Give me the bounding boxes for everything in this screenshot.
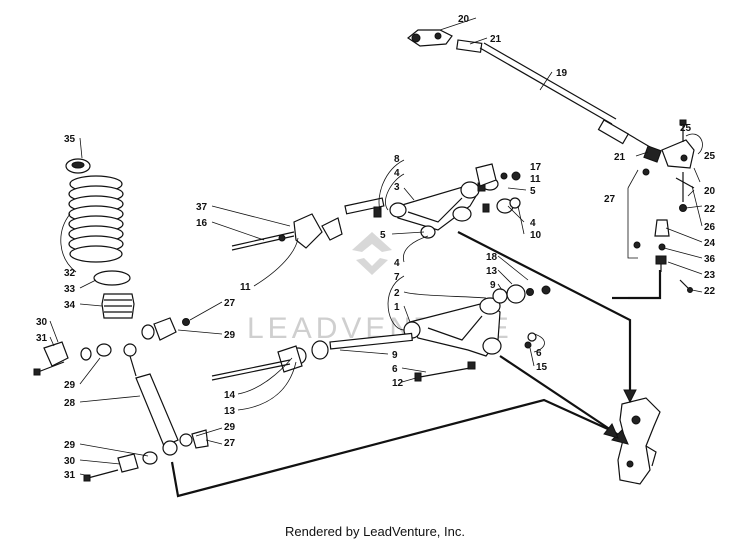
- callout-9-b: 9: [392, 350, 398, 361]
- callout-11-b: 11: [240, 282, 251, 293]
- spindle: [617, 397, 661, 485]
- callout-37: 37: [196, 202, 208, 213]
- callout-6-b: 6: [536, 348, 542, 359]
- callout-24: 24: [704, 238, 716, 249]
- callout-25: 25: [704, 151, 716, 162]
- callout-26: 26: [704, 222, 716, 233]
- callout-27-c: 27: [224, 438, 236, 449]
- callout-13: 13: [486, 266, 498, 277]
- callout-2: 2: [394, 288, 400, 299]
- callout-35: 35: [64, 134, 76, 145]
- callout-4-b: 4: [530, 218, 536, 229]
- upper-a-arm: [231, 163, 521, 251]
- callout-29-d: 29: [224, 422, 236, 433]
- callout-11: 11: [530, 174, 541, 185]
- footer-credit: Rendered by LeadVenture, Inc.: [285, 524, 465, 539]
- callout-22: 22: [704, 204, 716, 215]
- callout-30: 30: [36, 317, 48, 328]
- callout-5: 5: [530, 186, 536, 197]
- callout-31-b: 31: [64, 470, 76, 481]
- callout-33: 33: [64, 284, 76, 295]
- callout-29-c: 29: [64, 440, 76, 451]
- callout-20: 20: [458, 14, 470, 25]
- callout-29-b: 29: [64, 380, 76, 391]
- callout-23: 23: [704, 270, 716, 281]
- callout-36: 36: [704, 254, 716, 265]
- callout-labels: 20 21 19 25 21 25 20 27 22 26 24 36 23 2…: [36, 14, 716, 481]
- callout-16: 16: [196, 218, 208, 229]
- spring: [68, 175, 124, 263]
- callout-5-b: 5: [380, 230, 386, 241]
- callout-28: 28: [64, 398, 76, 409]
- callout-14: 14: [224, 390, 236, 401]
- callout-22-b: 22: [704, 286, 716, 297]
- callout-7: 7: [394, 272, 400, 283]
- callout-1: 1: [394, 302, 400, 313]
- callout-27: 27: [224, 298, 236, 309]
- callout-32: 32: [64, 268, 76, 279]
- tie-rod-assembly: [406, 29, 695, 293]
- callout-29: 29: [224, 330, 236, 341]
- callout-4-c: 4: [394, 258, 400, 269]
- callout-10: 10: [530, 230, 542, 241]
- callout-21-b: 21: [614, 152, 626, 163]
- callout-17: 17: [530, 162, 542, 173]
- lower-a-arm: [211, 284, 551, 382]
- callout-25-bolt: 25: [680, 123, 692, 134]
- callout-31: 31: [36, 333, 48, 344]
- shock-absorber-assembly: [33, 158, 209, 482]
- callout-19: 19: [556, 68, 568, 79]
- callout-34: 34: [64, 300, 76, 311]
- callout-30-b: 30: [64, 456, 76, 467]
- callout-21: 21: [490, 34, 502, 45]
- leader-lines: [49, 17, 703, 477]
- callout-9: 9: [490, 280, 496, 291]
- callout-4: 4: [394, 168, 400, 179]
- callout-27-b: 27: [604, 194, 616, 205]
- callout-13-b: 13: [224, 406, 236, 417]
- callout-3: 3: [394, 182, 400, 193]
- routing-arrows: [170, 231, 662, 498]
- callout-12: 12: [392, 378, 404, 389]
- callout-18: 18: [486, 252, 498, 263]
- callout-8: 8: [394, 154, 400, 165]
- callout-15: 15: [536, 362, 548, 373]
- callout-6: 6: [392, 364, 398, 375]
- callout-20-b: 20: [704, 186, 716, 197]
